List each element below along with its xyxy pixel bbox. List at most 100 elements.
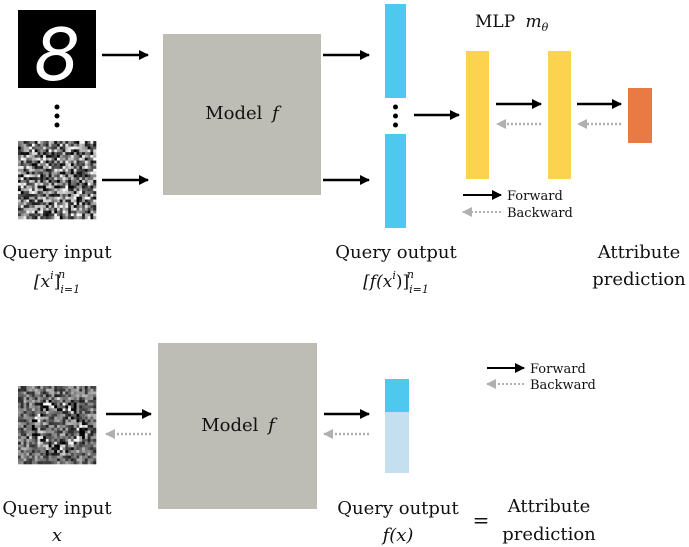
noise-pixel (70, 461, 75, 465)
noise-pixel (31, 154, 36, 159)
noise-pixel (18, 216, 22, 220)
noise-pixel (73, 199, 77, 203)
noise-pixel (34, 391, 38, 395)
noise-pixel (68, 174, 72, 178)
noise-pixel (23, 394, 27, 398)
noise-pixel (20, 143, 24, 147)
noise-pixel (18, 444, 22, 448)
noise-pixel (87, 408, 91, 412)
noise-pixel (20, 216, 24, 220)
noise-pixel (31, 413, 36, 417)
noise-pixel (79, 177, 83, 181)
noise-pixel (65, 163, 69, 167)
noise-pixel (79, 207, 83, 211)
noise-pixel (51, 146, 55, 150)
noise-pixel (23, 436, 27, 440)
noise-pixel (45, 146, 49, 150)
noise-pixel (20, 430, 24, 434)
noise-pixel (37, 444, 41, 448)
noise-pixel (82, 397, 86, 401)
noise-pixel (18, 163, 22, 167)
noise-pixel (31, 419, 36, 423)
noise-pixel (76, 207, 80, 211)
noise-pixel (59, 154, 63, 159)
noise-pixel (29, 143, 33, 147)
noise-pixel (40, 210, 44, 214)
noise-pixel (84, 447, 88, 451)
noise-pixel (45, 405, 49, 409)
query-output-label-bottom: Query output (337, 498, 459, 519)
noise-pixel (29, 141, 33, 145)
noise-pixel (48, 180, 52, 184)
noise-pixel (26, 458, 30, 462)
noise-pixel (59, 388, 63, 392)
noise-pixel (26, 177, 30, 181)
noise-pixel (43, 416, 47, 420)
noise-pixel (23, 388, 27, 392)
noise-pixel (40, 391, 44, 395)
noise-pixel (54, 408, 58, 412)
noise-pixel (23, 205, 27, 209)
noise-pixel (59, 452, 63, 456)
noise-pixel (31, 450, 36, 454)
noise-pixel (40, 455, 44, 459)
noise-pixel (57, 166, 61, 170)
digit-glyph: 8 (34, 13, 80, 97)
noise-pixel (68, 191, 72, 195)
noise-pixel (54, 196, 58, 200)
noise-pixel (20, 154, 24, 159)
noise-pixel (34, 419, 38, 423)
noise-pixel (82, 405, 86, 409)
noise-pixel (93, 191, 97, 195)
noise-pixel (51, 188, 55, 192)
noise-pixel (20, 411, 24, 415)
noise-pixel (48, 193, 52, 198)
legend-forward-label: Forward (507, 189, 563, 204)
noise-pixel (82, 452, 86, 456)
noise-pixel (54, 405, 58, 409)
noise-pixel (26, 174, 30, 178)
noise-pixel (68, 143, 72, 147)
output-ellipsis (393, 104, 398, 128)
noise-pixel (84, 185, 88, 189)
noise-pixel (82, 160, 86, 164)
noise-pixel (23, 416, 27, 420)
noise-pixel (34, 207, 38, 211)
noise-pixel (70, 441, 75, 445)
noise-pixel (79, 166, 83, 170)
noise-pixel (70, 163, 75, 167)
noise-pixel (20, 433, 24, 437)
noise-pixel (57, 444, 61, 448)
noise-pixel (93, 185, 97, 189)
noise-pixel (26, 185, 30, 189)
noise-pixel (79, 157, 83, 161)
noise-pixel (40, 441, 44, 445)
noise-pixel (76, 185, 80, 189)
noise-pixel (62, 411, 66, 415)
noise-pixel (76, 188, 80, 192)
noise-pixel (45, 461, 49, 465)
noise-pixel (70, 177, 75, 181)
noise-pixel (59, 177, 63, 181)
noise-pixel (87, 438, 91, 443)
noise-pixel (82, 177, 86, 181)
legend-top: Forward Backward (462, 189, 573, 221)
noise-pixel (73, 388, 77, 392)
noise-pixel (68, 455, 72, 459)
noise-pixel (70, 154, 75, 159)
noise-pixel (34, 461, 38, 465)
noise-pixel (29, 455, 33, 459)
noise-pixel (65, 168, 69, 172)
noise-pixel (68, 157, 72, 161)
noise-pixel (82, 166, 86, 170)
noise-pixel (18, 402, 22, 406)
attribute-label-bottom-line2: prediction (502, 524, 596, 545)
noise-pixel (51, 199, 55, 203)
noise-pixel (26, 171, 30, 175)
noise-pixel (43, 444, 47, 448)
noise-pixel (45, 154, 49, 159)
noise-pixel (76, 160, 80, 164)
noise-pixel (40, 397, 44, 401)
noise-pixel (76, 196, 80, 200)
noise-pixel (31, 394, 36, 398)
